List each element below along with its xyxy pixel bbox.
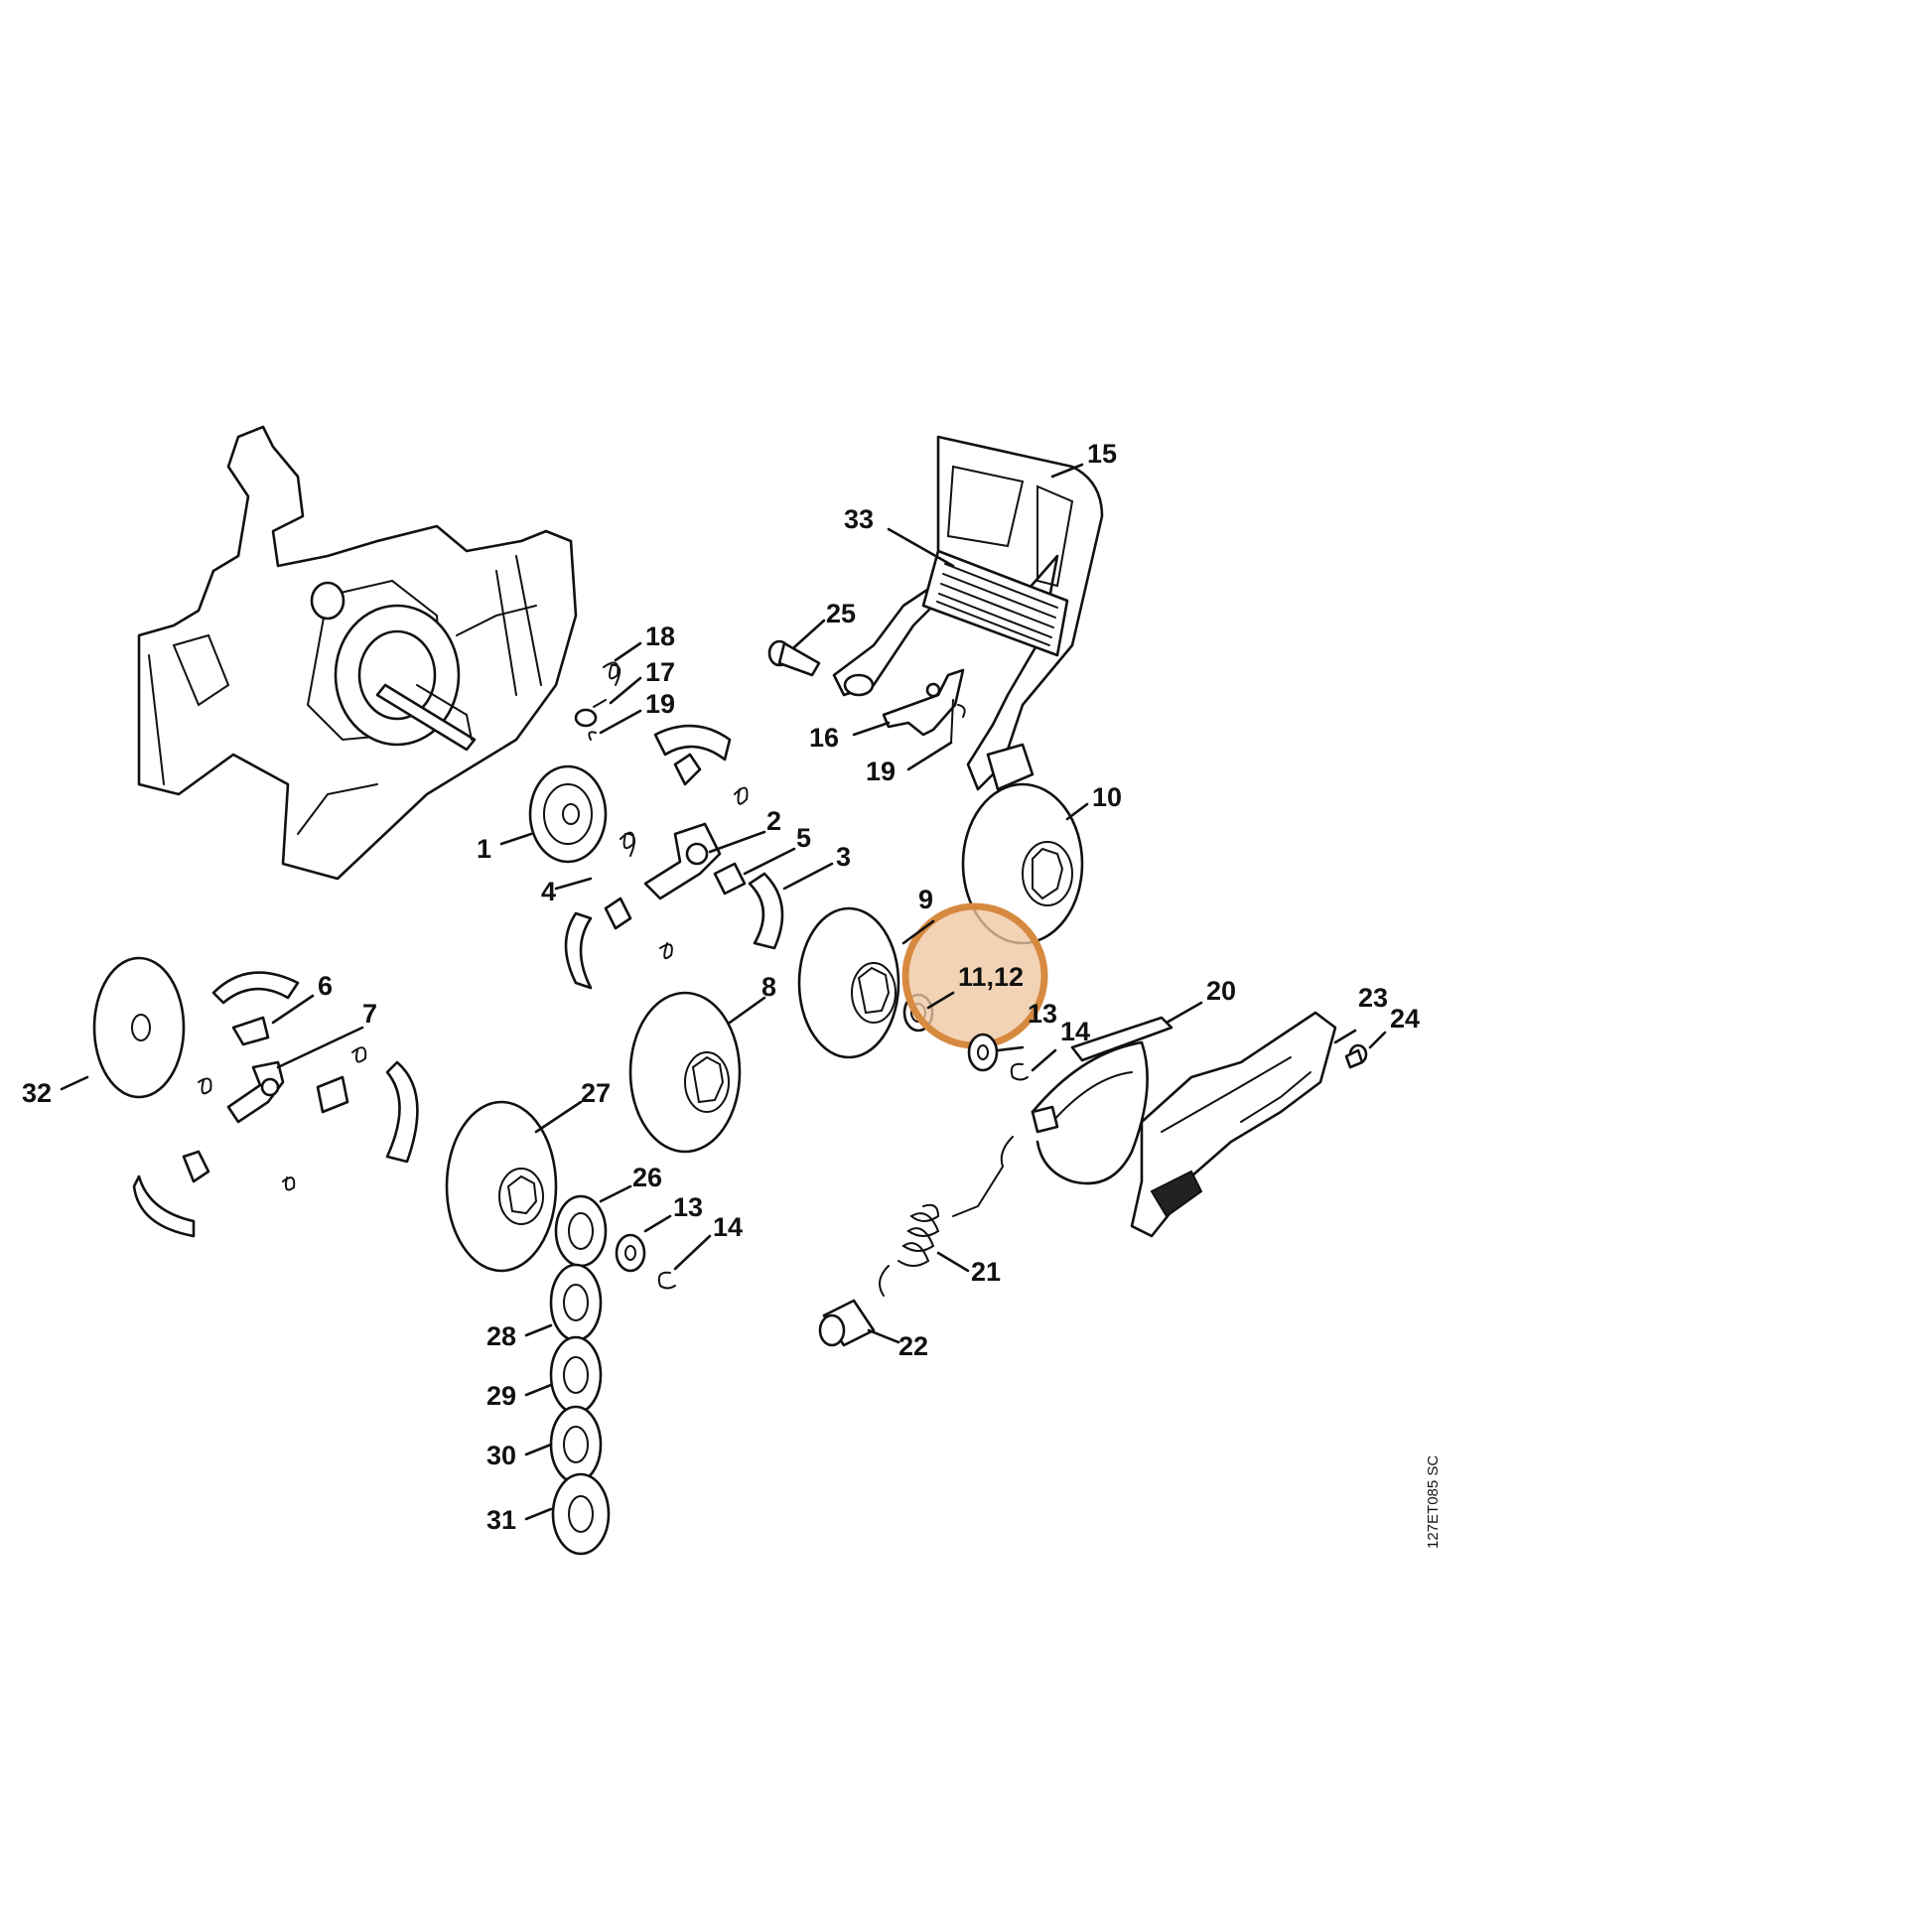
callout-4: 4 <box>541 877 556 906</box>
callout-2: 2 <box>766 806 781 836</box>
callout-18: 18 <box>645 621 675 651</box>
rim-sprocket-29 <box>549 1335 603 1415</box>
callout-22: 22 <box>898 1331 928 1361</box>
callout-14-right: 14 <box>1060 1017 1090 1046</box>
drawing-code: 127ET085 SC <box>1425 1455 1442 1549</box>
callout-23: 23 <box>1358 983 1388 1013</box>
plate-1 <box>528 764 608 864</box>
callout-19-right: 19 <box>866 757 896 786</box>
clip-14-right <box>1010 1062 1029 1081</box>
hand-guard <box>832 435 1104 791</box>
clip-19-left <box>588 731 597 741</box>
callout-1: 1 <box>477 834 491 864</box>
callout-25: 25 <box>826 599 856 628</box>
washer-13-lower <box>615 1233 646 1273</box>
callout-24: 24 <box>1390 1004 1420 1034</box>
clutch-drum-9 <box>797 906 900 1059</box>
callout-29: 29 <box>486 1381 516 1411</box>
disc-32 <box>92 956 186 1099</box>
callout-27: 27 <box>581 1078 611 1108</box>
washer-17 <box>574 699 607 728</box>
callout-20: 20 <box>1206 976 1236 1006</box>
callout-11-12[interactable]: 11,12 <box>958 962 1024 992</box>
clutch-group-a <box>528 724 784 990</box>
callout-5: 5 <box>796 823 811 853</box>
callout-3: 3 <box>836 842 851 872</box>
callout-16: 16 <box>809 723 839 753</box>
clip-19-right <box>957 704 966 718</box>
leader-11-12 <box>926 991 955 1010</box>
rim-sprocket-30 <box>549 1405 603 1484</box>
callout-19-left: 19 <box>645 689 675 719</box>
callout-13-right: 13 <box>1028 999 1057 1029</box>
callout-13-lower: 13 <box>673 1192 703 1222</box>
callout-17: 17 <box>645 657 675 687</box>
rim-sprocket-26 <box>554 1194 608 1268</box>
leader-lines <box>60 463 1387 1521</box>
callout-15: 15 <box>1087 439 1117 469</box>
rim-sprocket-31 <box>551 1472 611 1556</box>
rim-sprocket-28 <box>549 1263 603 1342</box>
washer-13-right <box>967 1033 999 1072</box>
callout-28: 28 <box>486 1321 516 1351</box>
callout-9: 9 <box>918 885 933 914</box>
clip-14-lower <box>657 1271 676 1290</box>
callout-6: 6 <box>318 971 333 1001</box>
small-spring-18 <box>603 661 621 686</box>
callout-21: 21 <box>971 1257 1001 1287</box>
callout-labels: 15 33 25 18 17 19 16 19 10 1 2 5 3 4 9 1… <box>22 439 1420 1535</box>
callout-31: 31 <box>486 1505 516 1535</box>
clutch-drum-27 <box>445 1100 558 1273</box>
brake-lever <box>882 668 965 744</box>
grip-pad <box>936 563 1058 646</box>
guide-pin <box>767 639 821 677</box>
brake-band <box>1031 1016 1173 1185</box>
callout-8: 8 <box>761 972 776 1002</box>
callout-14-lower: 14 <box>713 1212 743 1242</box>
sprocket-cover <box>1130 1011 1337 1238</box>
crankcase-housing <box>137 425 578 881</box>
bolt-24 <box>1344 1043 1368 1069</box>
clutch-group-b <box>92 956 419 1238</box>
sleeve-22 <box>818 1299 876 1347</box>
callout-26: 26 <box>632 1163 662 1192</box>
callout-30: 30 <box>486 1441 516 1470</box>
callout-7: 7 <box>362 999 377 1029</box>
callout-32: 32 <box>22 1078 52 1108</box>
callout-10: 10 <box>1092 782 1122 812</box>
tension-spring <box>879 1136 1014 1297</box>
clutch-drum-8 <box>628 991 742 1154</box>
callout-33: 33 <box>844 504 874 534</box>
